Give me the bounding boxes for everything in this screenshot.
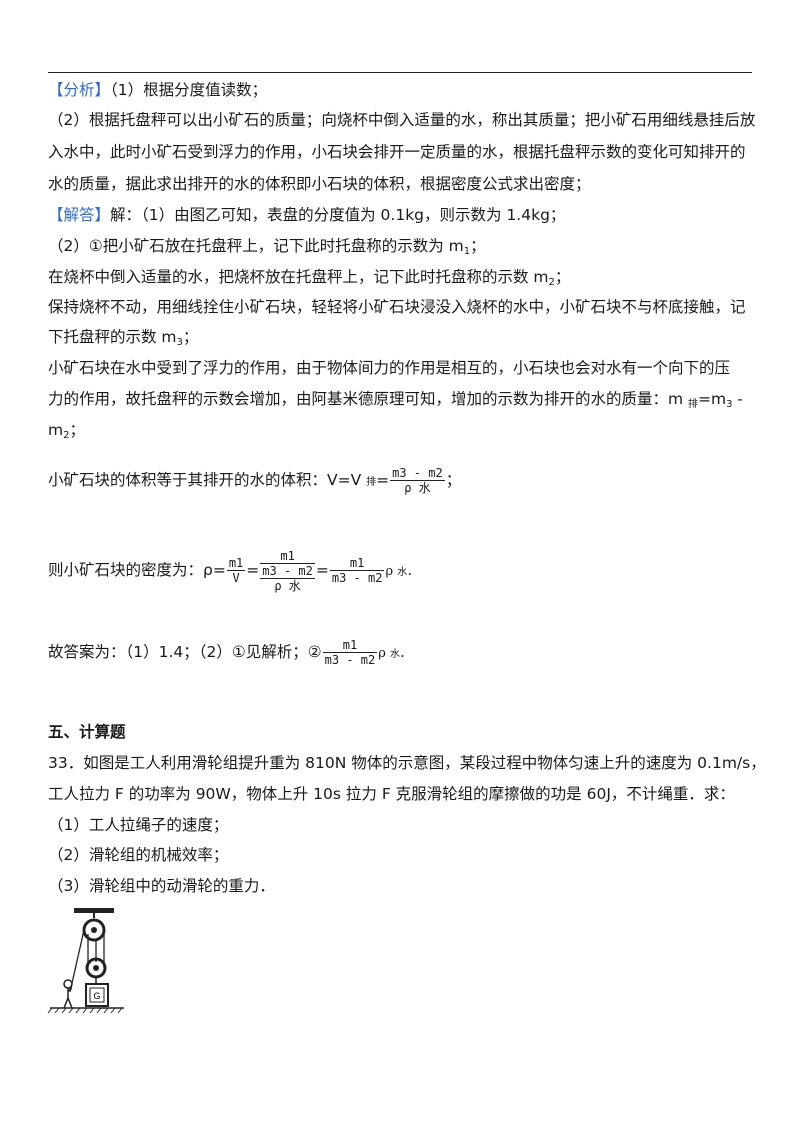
fraction-numerator: m1	[228, 556, 244, 570]
fraction-denominator: V	[232, 571, 240, 585]
answer-text-1: 解：（1）由图乙可知，表盘的分度值为 0.1kg，则示数为 1.4kg；	[110, 206, 566, 224]
final-text: 故答案为：（1）1.4；（2）①见解析；②	[48, 643, 322, 661]
ceiling-beam	[74, 908, 114, 913]
ground-hatch	[47, 1007, 123, 1014]
answer-line-7: 力的作用，故托盘秤的示数会增加，由阿基米德原理可知，增加的示数为排开的水的质量：…	[48, 389, 743, 415]
punct: .	[407, 561, 413, 579]
subscript: 3	[176, 337, 183, 348]
question-line-2: 工人拉力 F 的功率为 90W，物体上升 10s 拉力 F 克服滑轮组的摩擦做的…	[48, 785, 735, 803]
fraction-denominator: ρ 水	[404, 481, 431, 495]
fixed-pulley-axle	[91, 927, 97, 933]
subscript: 2	[63, 430, 70, 441]
answer-text-2: （2）①把小矿石放在托盘秤上，记下此时托盘称的示数为 m	[48, 237, 464, 255]
punct: ；	[445, 471, 462, 489]
fraction-numerator: m1	[280, 548, 295, 563]
answer-line-3: 在烧杯中倒入适量的水，把烧杯放在托盘秤上，记下此时托盘称的示数 m2；	[48, 267, 570, 293]
analysis-line-4: 水的质量，据此求出排开的水的体积即小石块的体积，根据密度公式求出密度；	[48, 175, 591, 193]
volume-text: 小矿石块的体积等于其排开的水的体积：V=V	[48, 471, 367, 489]
fraction-numerator: m1	[342, 638, 358, 652]
weight-block-inner	[89, 987, 105, 1003]
fraction-numerator: m3 - m2	[262, 563, 313, 578]
pull-rope	[69, 929, 85, 993]
pulley-figure: G	[47, 908, 124, 1014]
punct: .	[400, 643, 405, 661]
movable-pulley-axle	[93, 965, 99, 971]
analysis-line-2: （2）根据托盘秤可以出小矿石的质量；向烧杯中倒入适量的水，称出其质量；把小矿石用…	[48, 111, 756, 129]
header-rule	[48, 72, 752, 73]
fraction-bar	[322, 652, 378, 653]
analysis-line-1: 【分析】（1）根据分度值读数；	[48, 80, 267, 100]
punct: ；	[69, 421, 85, 439]
answer-text-5: 下托盘秤的示数 m	[48, 328, 177, 346]
worker-arm	[67, 987, 73, 992]
punct: ；	[554, 268, 571, 286]
question-line-4: （2）滑轮组的机械效率；	[48, 846, 229, 864]
analysis-tag: 【分析】	[48, 81, 111, 99]
fraction-numerator: m3 - m2	[392, 466, 443, 480]
worker-leg	[67, 997, 73, 1009]
subscript: 排	[688, 399, 699, 410]
answer-text-3: 在烧杯中倒入适量的水，把烧杯放在托盘秤上，记下此时托盘称的示数 m	[48, 268, 549, 286]
fraction-denominator: m3 - m2	[331, 571, 383, 585]
equals: =	[376, 471, 390, 489]
fraction-bar	[260, 562, 315, 564]
question-line-1: 33．如图是工人利用滑轮组提升重为 810N 物体的示意图，某段过程中物体匀速上…	[48, 754, 766, 772]
answer-line-4: 保持烧杯不动，用细线拴住小矿石块，轻轻将小矿石块浸没入烧杯的水中，小矿石块不与杯…	[48, 298, 746, 316]
fraction-bar	[226, 570, 246, 571]
analysis-line-3: 入水中，此时小矿石受到浮力的作用，小石块会排开一定质量的水，根据托盘秤示数的变化…	[48, 143, 746, 161]
answer-text-7b: =m	[698, 390, 727, 408]
subscript: 2	[548, 277, 555, 288]
weight-block	[85, 983, 109, 1007]
worker-icon	[63, 979, 73, 989]
answer-text-7: 力的作用，故托盘秤的示数会增加，由阿基米德原理可知，增加的示数为排开的水的质量：…	[48, 390, 689, 408]
subscript: 水	[397, 567, 408, 578]
fraction-denominator: ρ 水	[274, 578, 301, 593]
answer-line-2: （2）①把小矿石放在托盘秤上，记下此时托盘称的示数为 m1；	[48, 236, 486, 262]
answer-tag: 【解答】	[48, 206, 111, 224]
punct: ；	[182, 328, 199, 346]
answer-text-8: m	[48, 421, 64, 439]
answer-text-7c: -	[732, 390, 744, 408]
subscript: 1	[463, 246, 471, 257]
fraction-denominator: m3 - m2	[324, 653, 376, 667]
weight-label: G	[93, 991, 100, 1001]
answer-line-1: 【解答】解：（1）由图乙可知，表盘的分度值为 0.1kg，则示数为 1.4kg；	[48, 205, 565, 225]
rho-symbol: ρ	[385, 564, 398, 579]
analysis-text-1: （1）根据分度值读数；	[110, 81, 268, 99]
answer-line-6: 小矿石块在水中受到了浮力的作用，由于物体间力的作用是相互的，小石块也会对水有一个…	[48, 359, 731, 377]
punct: ；	[470, 237, 486, 255]
subscript: 3	[726, 399, 733, 410]
density-text: 则小矿石块的密度为：ρ=	[48, 561, 226, 579]
question-line-3: （1）工人拉绳子的速度；	[48, 816, 229, 834]
fraction-numerator: m1	[349, 556, 365, 570]
answer-line-5: 下托盘秤的示数 m3；	[48, 327, 198, 353]
subscript: 排	[366, 477, 377, 488]
rho-symbol: ρ	[378, 646, 391, 661]
question-line-5: （3）滑轮组中的动滑轮的重力．	[48, 877, 275, 895]
answer-line-8: m2；	[48, 420, 85, 446]
worker-leg	[63, 997, 69, 1009]
fraction-bar	[260, 577, 315, 579]
fraction-bar	[329, 570, 385, 571]
section-heading: 五、计算题	[48, 723, 126, 741]
fraction-bar	[390, 480, 445, 481]
subscript: 水	[390, 649, 401, 660]
